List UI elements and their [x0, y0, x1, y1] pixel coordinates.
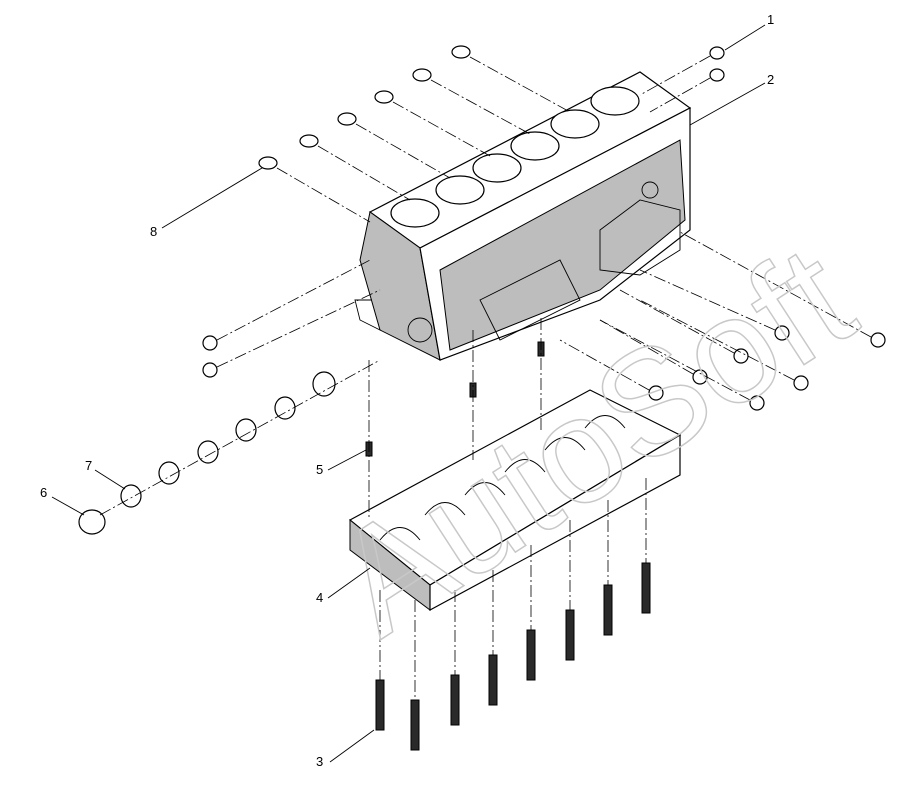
- callout-1: 1: [767, 12, 774, 27]
- callout-7: 7: [85, 458, 92, 473]
- bearing-bolts: [375, 562, 651, 751]
- side-plugs-left: [202, 335, 218, 378]
- leader-lines: [51, 24, 766, 763]
- side-plugs-right: [648, 325, 886, 411]
- camshaft-bushings: [78, 371, 336, 535]
- small-plugs-top-right: [709, 46, 725, 82]
- callout-5: 5: [316, 462, 323, 477]
- callout-8: 8: [150, 224, 157, 239]
- callout-4: 4: [316, 590, 323, 605]
- cylinder-block: [354, 71, 692, 361]
- callout-3: 3: [316, 754, 323, 769]
- top-plugs: [258, 45, 471, 170]
- callout-6: 6: [40, 485, 47, 500]
- bedplate: [348, 389, 682, 612]
- cylinder-bores: [390, 86, 640, 228]
- callout-2: 2: [767, 72, 774, 87]
